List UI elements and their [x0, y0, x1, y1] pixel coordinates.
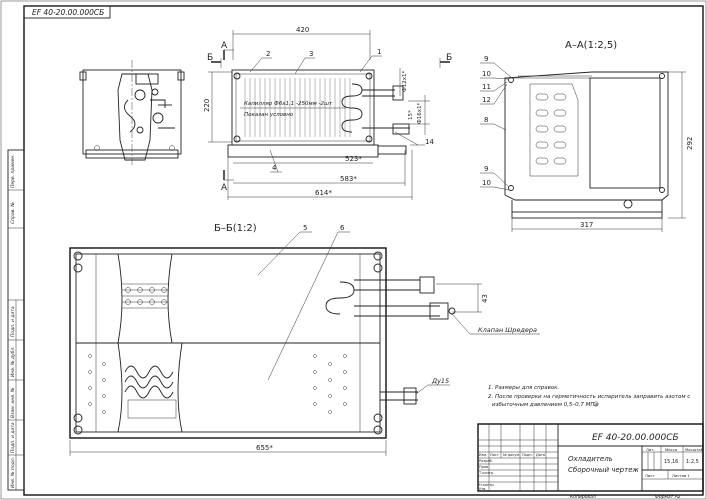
section-mark-b-left: Б — [207, 53, 213, 63]
aa-pos-8: 8 — [484, 116, 488, 124]
bb-pos-5: 5 — [303, 224, 307, 232]
tb-row-prov: Пров. — [479, 465, 489, 469]
note-3: избыточным давлением 0,5–0,7 МПа — [492, 402, 599, 408]
dim-15: 15* — [408, 110, 414, 120]
tb-col-lit: Лит. — [646, 447, 655, 452]
aa-pos-10: 10 — [482, 70, 491, 78]
dim-523: 523* — [345, 155, 362, 163]
strip-text-7: Инв. № подл. — [10, 457, 16, 488]
strip-text-1: Перв. примен. — [10, 154, 16, 188]
dim-614: 614* — [315, 189, 332, 197]
tb-sheets: Листов 1 — [672, 473, 690, 478]
aa-pos-10b: 10 — [482, 179, 491, 187]
section-bb-title: Б–Б(1:2) — [214, 223, 257, 234]
technical-notes: 1. Размеры для справок. 2. После проверк… — [488, 385, 690, 408]
tb-row-razrab: Разраб. — [479, 459, 493, 463]
tb-scale: 1:2,5 — [686, 459, 699, 465]
capillary-note-2: Показан условно — [244, 112, 294, 118]
tb-sheet: Лист — [645, 473, 655, 478]
tb-name-1: Охладитель — [568, 455, 613, 463]
aa-pos-9b: 9 — [484, 165, 488, 173]
aa-dim-317: 317 — [580, 221, 593, 229]
capillary-note: Капилляр Ф6х1,1 -250мм -2шт — [244, 101, 333, 107]
strip-text-4: Инв. № дубл. — [10, 346, 16, 377]
diam-12: Ф12х1* — [402, 71, 408, 92]
dim-583: 583* — [340, 175, 357, 183]
side-view — [79, 60, 185, 165]
front-fins — [244, 78, 351, 137]
title-block: Изм. Лист № докум. Подп. Дата Разраб. Пр… — [477, 423, 704, 500]
section-aa-title: А–А(1:2,5) — [565, 40, 617, 51]
diam-16: Ф16х1* — [417, 103, 423, 124]
aa-pos-11: 11 — [482, 83, 491, 91]
note-1: 1. Размеры для справок. — [488, 385, 560, 391]
pos-14: 14 — [425, 138, 434, 146]
section-bb: Б–Б(1:2) — [69, 223, 540, 456]
tb-col-mass: Масса — [665, 447, 677, 452]
bb-dim-655: 655* — [256, 444, 273, 452]
strip-text-6: Подп. и дата — [10, 422, 16, 453]
section-aa-slots — [529, 83, 579, 177]
tb-designation: EF 40-20.00.000СБ — [592, 433, 679, 443]
tb-row-podp: Подп. — [522, 453, 533, 457]
tb-col-scale: Масштаб — [685, 447, 704, 452]
strip-text-3: Подп. и дата — [10, 306, 16, 337]
tb-row-utv: Утв. — [479, 487, 486, 491]
pos-3: 3 — [309, 50, 313, 58]
dim-220: 220 — [203, 99, 211, 112]
tb-format: Формат А2 — [655, 494, 681, 500]
top-stamp: EF 40-20.00.000СБ — [23, 5, 111, 19]
top-stamp-text: EF 40-20.00.000СБ — [32, 8, 104, 17]
du-label: Ду15 — [431, 377, 449, 385]
front-view: 420 220 А А Б Б — [203, 26, 452, 200]
pos-4: 4 — [272, 164, 277, 172]
note-2: 2. После проверки на герметичность испар… — [488, 394, 690, 400]
tb-mass: 15,16 — [664, 459, 678, 465]
tb-row-tkontr: Т.контр. — [478, 471, 494, 475]
dim-420: 420 — [296, 26, 309, 34]
tb-copied: Копировал — [570, 494, 596, 500]
section-mark-a-bottom: А — [221, 183, 228, 193]
section-aa: А–А(1:2,5) 9 10 — [480, 40, 694, 232]
tb-name-2: Сборочный чертеж — [568, 466, 639, 474]
tb-row-nkontr: Н.контр. — [479, 483, 495, 487]
strip-text-2: Справ. № — [10, 202, 16, 224]
note-circle-mark — [593, 401, 599, 407]
aa-pos-12: 12 — [482, 96, 491, 104]
bb-dim-43: 43 — [481, 294, 489, 303]
bb-holes — [88, 354, 347, 414]
pos-2: 2 — [266, 50, 270, 58]
left-strip: Перв. примен. Справ. № Подп. и дата Инв.… — [7, 149, 25, 491]
sheet-inner-frame — [23, 5, 704, 496]
pos-1: 1 — [377, 48, 381, 56]
tb-row-dok: № докум. — [503, 453, 520, 457]
aa-pos-9: 9 — [484, 55, 488, 63]
aa-dim-292: 292 — [686, 137, 694, 150]
tb-row-list: Лист — [490, 453, 499, 457]
valve-label: Клапан Шредера — [478, 326, 537, 334]
tb-row-data: Дата — [536, 453, 545, 457]
section-mark-a-top: А — [221, 41, 228, 51]
tb-row-izm: Изм. — [479, 453, 487, 457]
bb-coils-top — [122, 283, 168, 309]
section-mark-b-right: Б — [446, 53, 452, 63]
bb-pos-6: 6 — [340, 224, 345, 232]
strip-text-5: Взам. инв. № — [10, 387, 16, 418]
